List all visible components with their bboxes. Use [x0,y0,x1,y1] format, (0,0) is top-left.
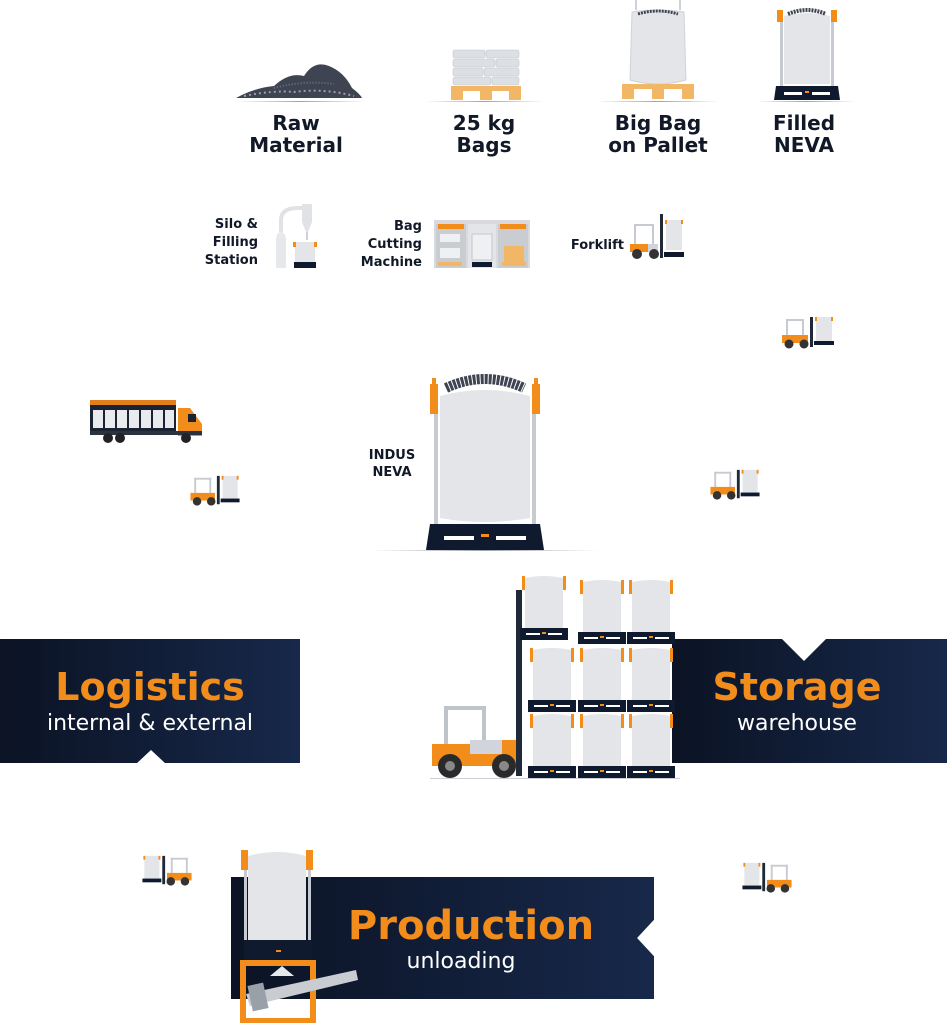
ground-line [425,101,545,102]
raw-material-label: Raw Material [226,112,366,156]
neva-container-icon [520,576,568,640]
bag-cutting-label: Bag Cutting Machine [350,218,422,273]
silo-label: Silo & Filling Station [190,216,258,271]
forklift-icon [142,855,192,886]
label-line: Bags [456,133,512,157]
label-line: Bag [394,219,422,234]
neva-container-icon [627,714,675,778]
ground-line [236,101,366,102]
label-line: Material [249,133,343,157]
logistics-title: Logistics [55,665,245,709]
logistics-subtitle: internal & external [46,711,254,736]
silo-filling-station-icon [276,204,317,268]
label-line: Machine [360,255,422,271]
forklift-icon [742,862,792,893]
label-line: Big Bag [614,111,702,135]
label-line: Filling [212,235,258,251]
ground-line [596,101,720,102]
ground-line [756,101,856,102]
raw-material-pile-icon [236,64,362,98]
storage-subtitle: warehouse [737,711,857,736]
forklift-icon [190,475,240,506]
label-line: on Pallet [608,133,708,157]
label-line: Silo & [214,217,258,232]
bags-label: 25 kg Bags [414,112,554,156]
filled-neva-icon [774,8,840,100]
neva-container-icon [578,580,626,644]
neva-container-icon [627,648,675,712]
bags-on-pallet-icon [451,49,521,100]
storage-title: Storage [712,665,882,709]
logistics-banner: Logistics internal & external [0,639,300,763]
forklift-icon [782,317,834,349]
label-line: 25 kg [452,111,516,135]
indus-neva-label: INDUS NEVA [362,448,422,482]
neva-container-icon [578,714,626,778]
forklift-stacking-icon [430,590,680,779]
forklift-icon [630,214,684,259]
forklift-label: Forklift [560,237,624,255]
indus-neva-icon [426,374,544,550]
truck-icon [90,400,202,443]
label-line: Raw [272,111,320,135]
label-line: Forklift [570,238,624,253]
production-subtitle: unloading [406,949,516,974]
bag-cutting-machine-icon [434,220,530,268]
storage-pointer [782,639,826,661]
big-bag-label: Big Bag on Pallet [588,112,728,156]
neva-container-icon [528,648,576,712]
label-line: Filled [772,111,836,135]
neva-container-icon [627,580,675,644]
forklift-icon [710,469,760,500]
unloading-station-icon [240,850,358,1023]
ground-line [370,550,600,551]
label-line: Cutting [367,237,422,253]
production-title: Production [347,903,595,949]
neva-container-icon [578,648,626,712]
logistics-pointer [136,750,166,764]
label-line: INDUS [368,448,416,463]
big-bag-on-pallet-icon [622,0,694,99]
filled-neva-label: Filled NEVA [734,112,874,156]
label-line: NEVA [372,464,412,480]
label-line: Station [204,253,258,269]
neva-container-icon [528,714,576,778]
label-line: NEVA [774,133,834,157]
